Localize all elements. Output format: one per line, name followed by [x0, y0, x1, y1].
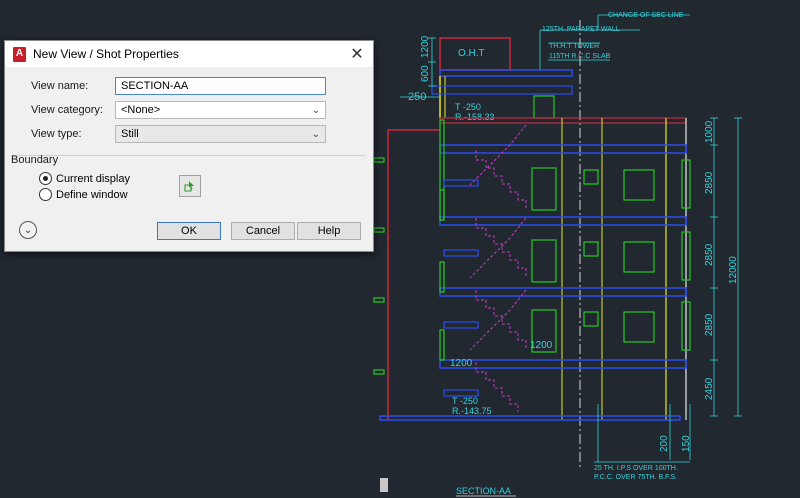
dim-150: 150	[681, 435, 692, 452]
pcc-label: P.C.C. OVER 75TH. B.F.S.	[594, 474, 677, 481]
dim-2850-c: 2850	[704, 313, 715, 336]
window-openings	[373, 119, 691, 375]
view-category-row: View category: <None> ⌄	[31, 99, 326, 121]
t-bot-label: T -250	[452, 396, 478, 406]
view-name-value: SECTION-AA	[121, 80, 189, 92]
parapet-label: 125TH. PARAPET WALL	[542, 26, 620, 33]
staircase	[469, 124, 527, 412]
tank-slab	[439, 69, 573, 77]
view-type-value: Still	[121, 128, 139, 140]
radio-current-display[interactable]: Current display	[39, 172, 130, 185]
change-sec-label: CHANGE OF SEC LINE	[608, 12, 684, 19]
view-category-value: <None>	[121, 104, 161, 116]
dim-250: 250	[408, 91, 426, 103]
t-top-label: T -250	[455, 102, 481, 112]
close-icon[interactable]: ✕	[350, 46, 364, 63]
view-category-select[interactable]: <None> ⌄	[115, 101, 326, 119]
define-window-label: Define window	[56, 188, 128, 201]
chevron-down-icon: ⌄	[311, 128, 320, 140]
dim-1000: 1000	[704, 120, 715, 143]
dim-2850-b: 2850	[704, 243, 715, 266]
dialog-title: New View / Shot Properties	[33, 47, 179, 61]
ht-tower-label: TH.H.T TOWER	[549, 43, 599, 50]
view-category-label: View category:	[31, 104, 103, 116]
radio-define-window[interactable]: Define window	[39, 188, 128, 201]
section-aa-label: SECTION-AA	[456, 486, 511, 496]
dim-600: 600	[420, 65, 431, 82]
scroll-marker[interactable]	[380, 478, 388, 492]
dim-12000: 12000	[728, 256, 739, 284]
boundary-group: Boundary Current display Define window	[11, 154, 365, 210]
dim-2450: 2450	[704, 377, 715, 400]
ips-label: 25 TH. I.P.S OVER 100TH.	[594, 465, 678, 472]
help-button[interactable]: Help	[297, 222, 361, 240]
autocad-app-icon: A	[13, 46, 26, 62]
dim-2850-a: 2850	[704, 171, 715, 194]
stair-landings	[443, 179, 479, 397]
dim-1200-mid: 1200	[530, 340, 553, 351]
ok-button[interactable]: OK	[157, 222, 221, 240]
dim-200: 200	[659, 435, 670, 452]
radio-dot-define	[39, 188, 52, 201]
view-type-select[interactable]: Still ⌄	[115, 125, 326, 143]
pick-window-icon	[184, 181, 194, 192]
view-name-label: View name:	[31, 80, 89, 92]
pick-window-button[interactable]	[179, 175, 201, 197]
top-annotations	[539, 14, 690, 70]
tower-slab	[431, 85, 573, 95]
view-name-input[interactable]: SECTION-AA	[115, 77, 326, 95]
current-display-label: Current display	[56, 172, 130, 185]
r-top-label: R.-158.33	[455, 112, 495, 122]
right-dimensions	[597, 117, 742, 462]
r-bot-label: R.-143.75	[452, 406, 492, 416]
top-left-dimensions	[400, 37, 440, 98]
dim-1200-top: 1200	[420, 35, 431, 58]
dialog-titlebar[interactable]: A New View / Shot Properties ✕	[5, 41, 373, 67]
oht-label: O.H.T	[458, 48, 485, 59]
rcc-slab-label: 115TH R.C.C SLAB	[549, 53, 611, 60]
view-name-row: View name: SECTION-AA	[31, 75, 326, 97]
dim-1200-stair: 1200	[450, 358, 473, 369]
new-view-dialog: A New View / Shot Properties ✕ View name…	[4, 40, 374, 252]
radio-dot-current	[39, 172, 52, 185]
expand-chevron-icon[interactable]: ⌄	[19, 221, 37, 239]
dialog-footer: ⌄ OK Cancel Help	[5, 209, 373, 251]
view-type-label: View type:	[31, 128, 82, 140]
boundary-title: Boundary	[11, 154, 59, 166]
cancel-button[interactable]: Cancel	[231, 222, 295, 240]
view-type-row: View type: Still ⌄	[31, 123, 326, 145]
chevron-down-icon: ⌄	[311, 104, 320, 116]
